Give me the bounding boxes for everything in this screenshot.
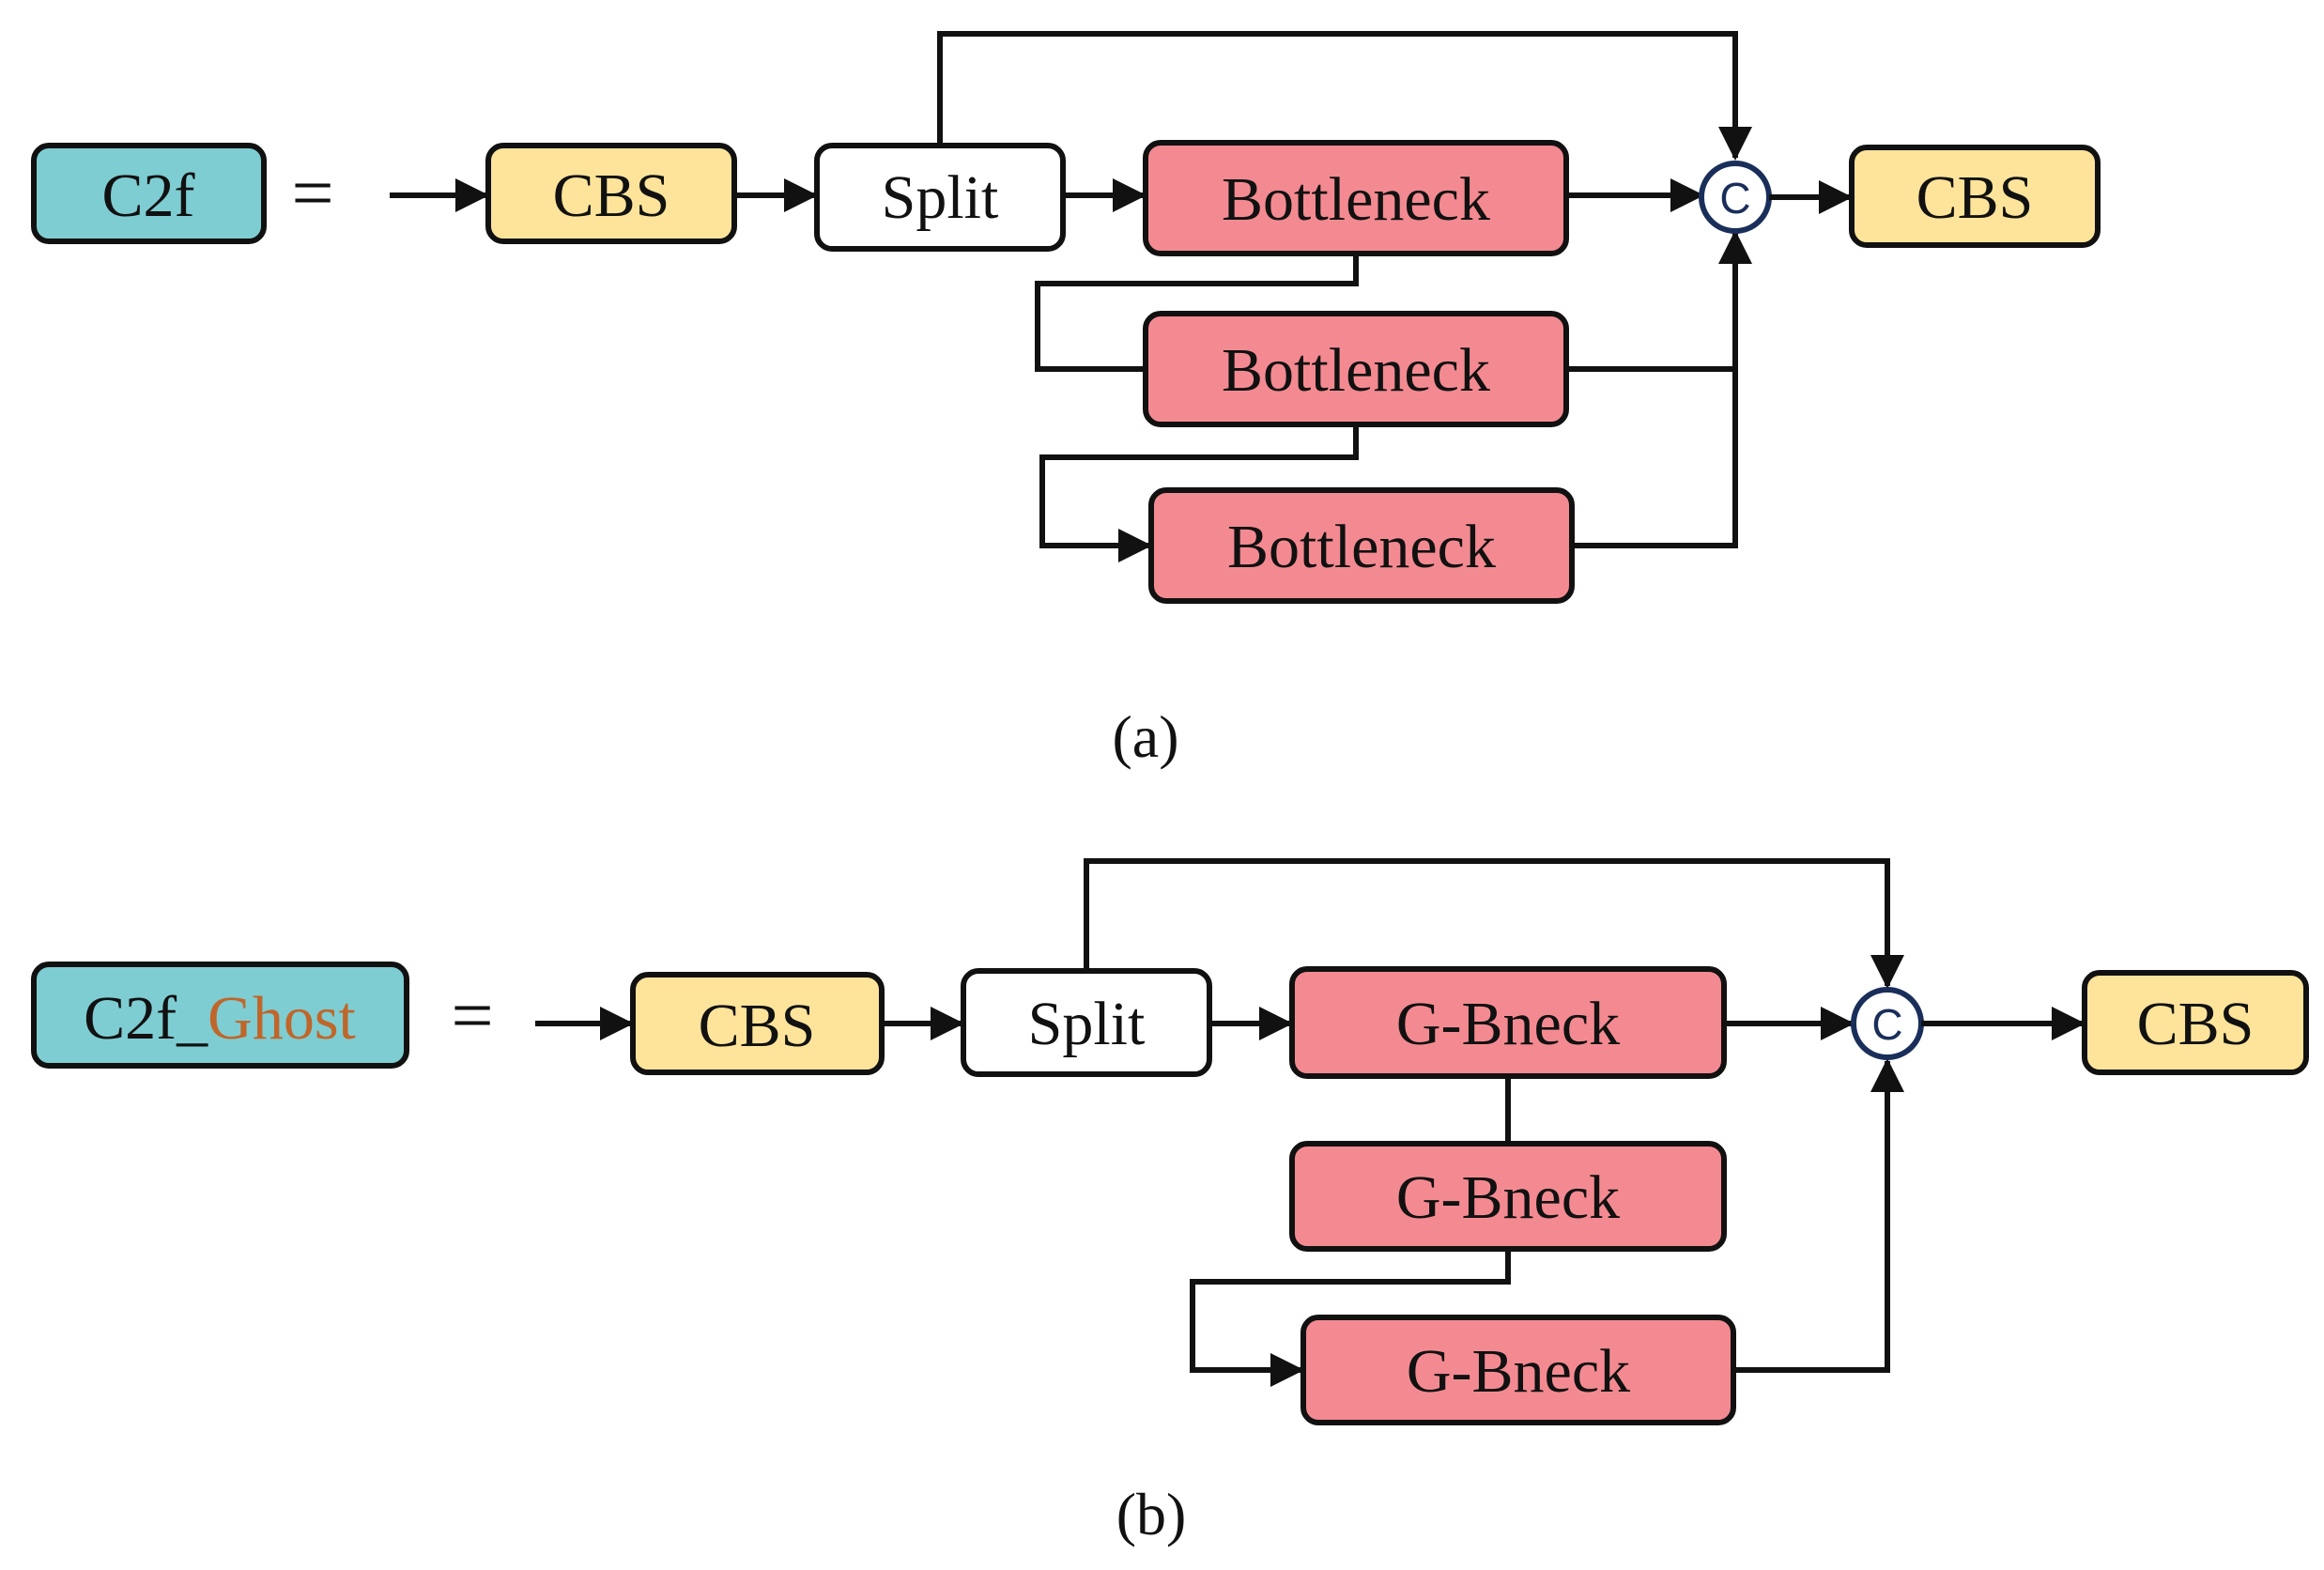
cbs-in-box-b: CBS [630,972,885,1075]
c2f-ghost-box: C2f_Ghost [31,962,409,1069]
cbs-in-label-b: CBS [699,992,816,1060]
chain-a-1-to-2 [1035,254,1359,372]
concat-node-b: C [1851,987,1924,1060]
c2f-ghost-prefix: C2f_ [84,984,208,1053]
arrow-b-gbneck3-to-concat [1733,1058,1904,1373]
cbs-out-label-a: CBS [1916,163,2034,232]
cbs-out-box-b: CBS [2082,970,2309,1075]
skip-line-b [1084,858,1904,989]
equals-sign-b: = [451,975,493,1057]
gbneck-label-3: G-Bneck [1407,1337,1630,1406]
chain-a-2-to-3 [1039,424,1359,562]
cbs-in-box-a: CBS [485,143,737,244]
split-box-a: Split [814,143,1066,252]
arrow-a-bottleneck3-to-concat [1572,230,1752,548]
bottleneck-box-3: Bottleneck [1148,487,1575,604]
cbs-out-box-a: CBS [1849,145,2101,248]
c2f-rect [31,143,267,244]
c2f-ghost-rect [31,962,409,1069]
equals-sign-a: = [291,152,333,235]
cbs-out-rect-b [2082,970,2309,1075]
gbneck-label-1: G-Bneck [1396,990,1620,1058]
bottleneck-box-2: Bottleneck [1143,311,1569,427]
concat-label-a: C [1719,174,1750,223]
bottleneck-box-1: Bottleneck [1143,140,1569,256]
c2f-label: C2f [102,162,195,230]
chain-b-2-to-3 [1190,1249,1511,1387]
skip-line-a [937,31,1752,161]
c2f-box: C2f [31,143,267,244]
gbneck-box-1: G-Bneck [1289,966,1727,1079]
concat-label-b: C [1871,1000,1902,1049]
gbneck-label-2: G-Bneck [1396,1163,1620,1232]
cbs-out-rect-a [1849,145,2101,248]
diagram-a: C2f = CBS Split Bottleneck Bottleneck [31,31,2101,770]
caption-b: (b) [1116,1481,1187,1547]
split-box-b: Split [961,968,1212,1077]
bottleneck-label-3: Bottleneck [1227,513,1496,581]
diagram-b: C2f_Ghost = CBS Split G-Bneck G-Bneck [31,858,2309,1547]
c2f-ghost-label: C2f_Ghost [84,984,356,1053]
concat-node-a: C [1699,161,1772,234]
bottleneck-label-1: Bottleneck [1222,165,1490,234]
cbs-in-label-a: CBS [553,162,670,230]
cbs-out-label-b: CBS [2137,990,2255,1058]
split-label-b: Split [1028,990,1146,1058]
split-label-a: Split [882,163,999,232]
gbneck-box-2: G-Bneck [1289,1141,1727,1252]
caption-a: (a) [1112,703,1178,770]
bottleneck-label-2: Bottleneck [1222,336,1490,405]
gbneck-box-3: G-Bneck [1301,1315,1736,1425]
c2f-ghost-suffix: Ghost [208,984,356,1053]
